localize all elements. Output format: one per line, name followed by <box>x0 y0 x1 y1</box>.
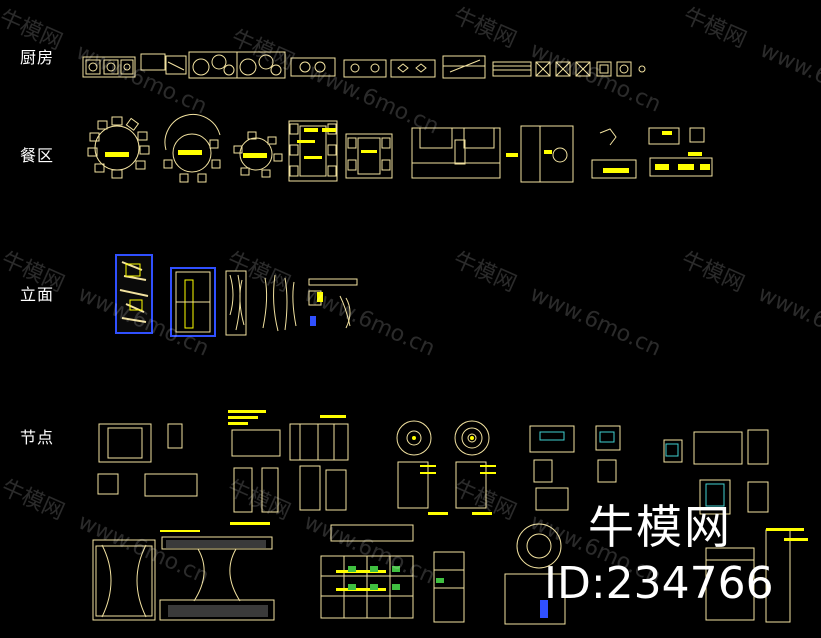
section-label-dining: 餐区 <box>20 146 55 165</box>
elevation-panels <box>115 254 323 337</box>
annotation-bars <box>160 131 808 591</box>
brand-overlay: 牛模网 <box>588 500 732 554</box>
detail-markers <box>95 431 725 618</box>
model-id-overlay: ID:234766 <box>544 558 774 609</box>
section-label-kitchen: 厨房 <box>20 48 55 67</box>
elevation-drawings <box>225 270 358 336</box>
kitchen-fixtures <box>82 51 646 79</box>
dining-tables <box>87 114 713 183</box>
table-label-marks <box>105 128 336 158</box>
section-label-detail: 节点 <box>20 428 55 447</box>
section-label-elevation: 立面 <box>20 285 55 304</box>
detail-drawings <box>92 420 791 625</box>
